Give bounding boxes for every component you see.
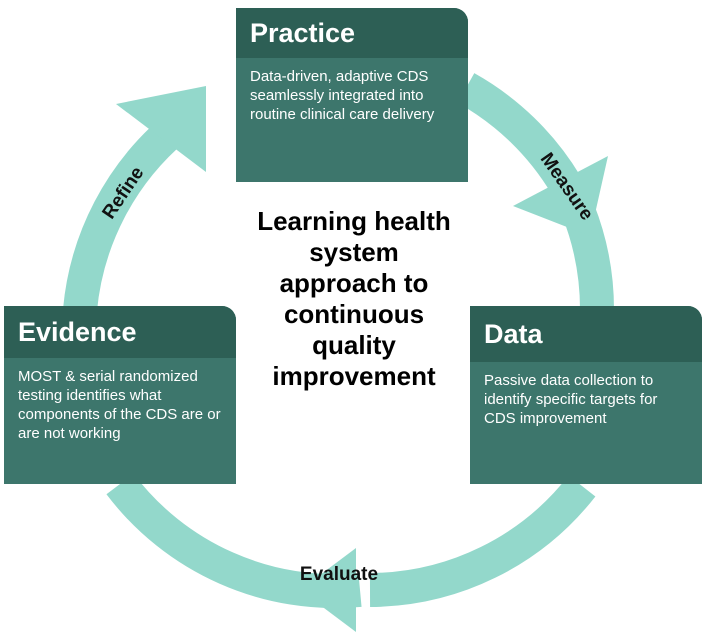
measure-arrowhead: [513, 156, 608, 236]
stage-card-practice: Practice Data-driven, adaptive CDS seaml…: [236, 8, 468, 182]
stage-title-data: Data: [470, 306, 702, 362]
stage-title-evidence: Evidence: [4, 306, 236, 358]
stage-description-evidence: MOST & serial randomized testing identif…: [18, 368, 221, 442]
stage-card-data: Data Passive data collection to identify…: [470, 306, 702, 484]
refine-arrowhead: [116, 86, 206, 172]
evaluate-arc: [369, 475, 596, 607]
stage-title-practice: Practice: [236, 8, 468, 58]
evaluate-arrowhead: [300, 548, 356, 632]
stage-card-evidence: Evidence MOST & serial randomized testin…: [4, 306, 236, 484]
stage-description-data: Passive data collection to identify spec…: [484, 372, 658, 427]
measure-arc: [457, 73, 581, 194]
center-title: Learning health system approach to conti…: [257, 206, 451, 391]
refine-arc: [63, 114, 187, 312]
arrow-label-evaluate: Evaluate: [300, 564, 378, 585]
stage-description-practice: Data-driven, adaptive CDS seamlessly int…: [250, 68, 435, 123]
